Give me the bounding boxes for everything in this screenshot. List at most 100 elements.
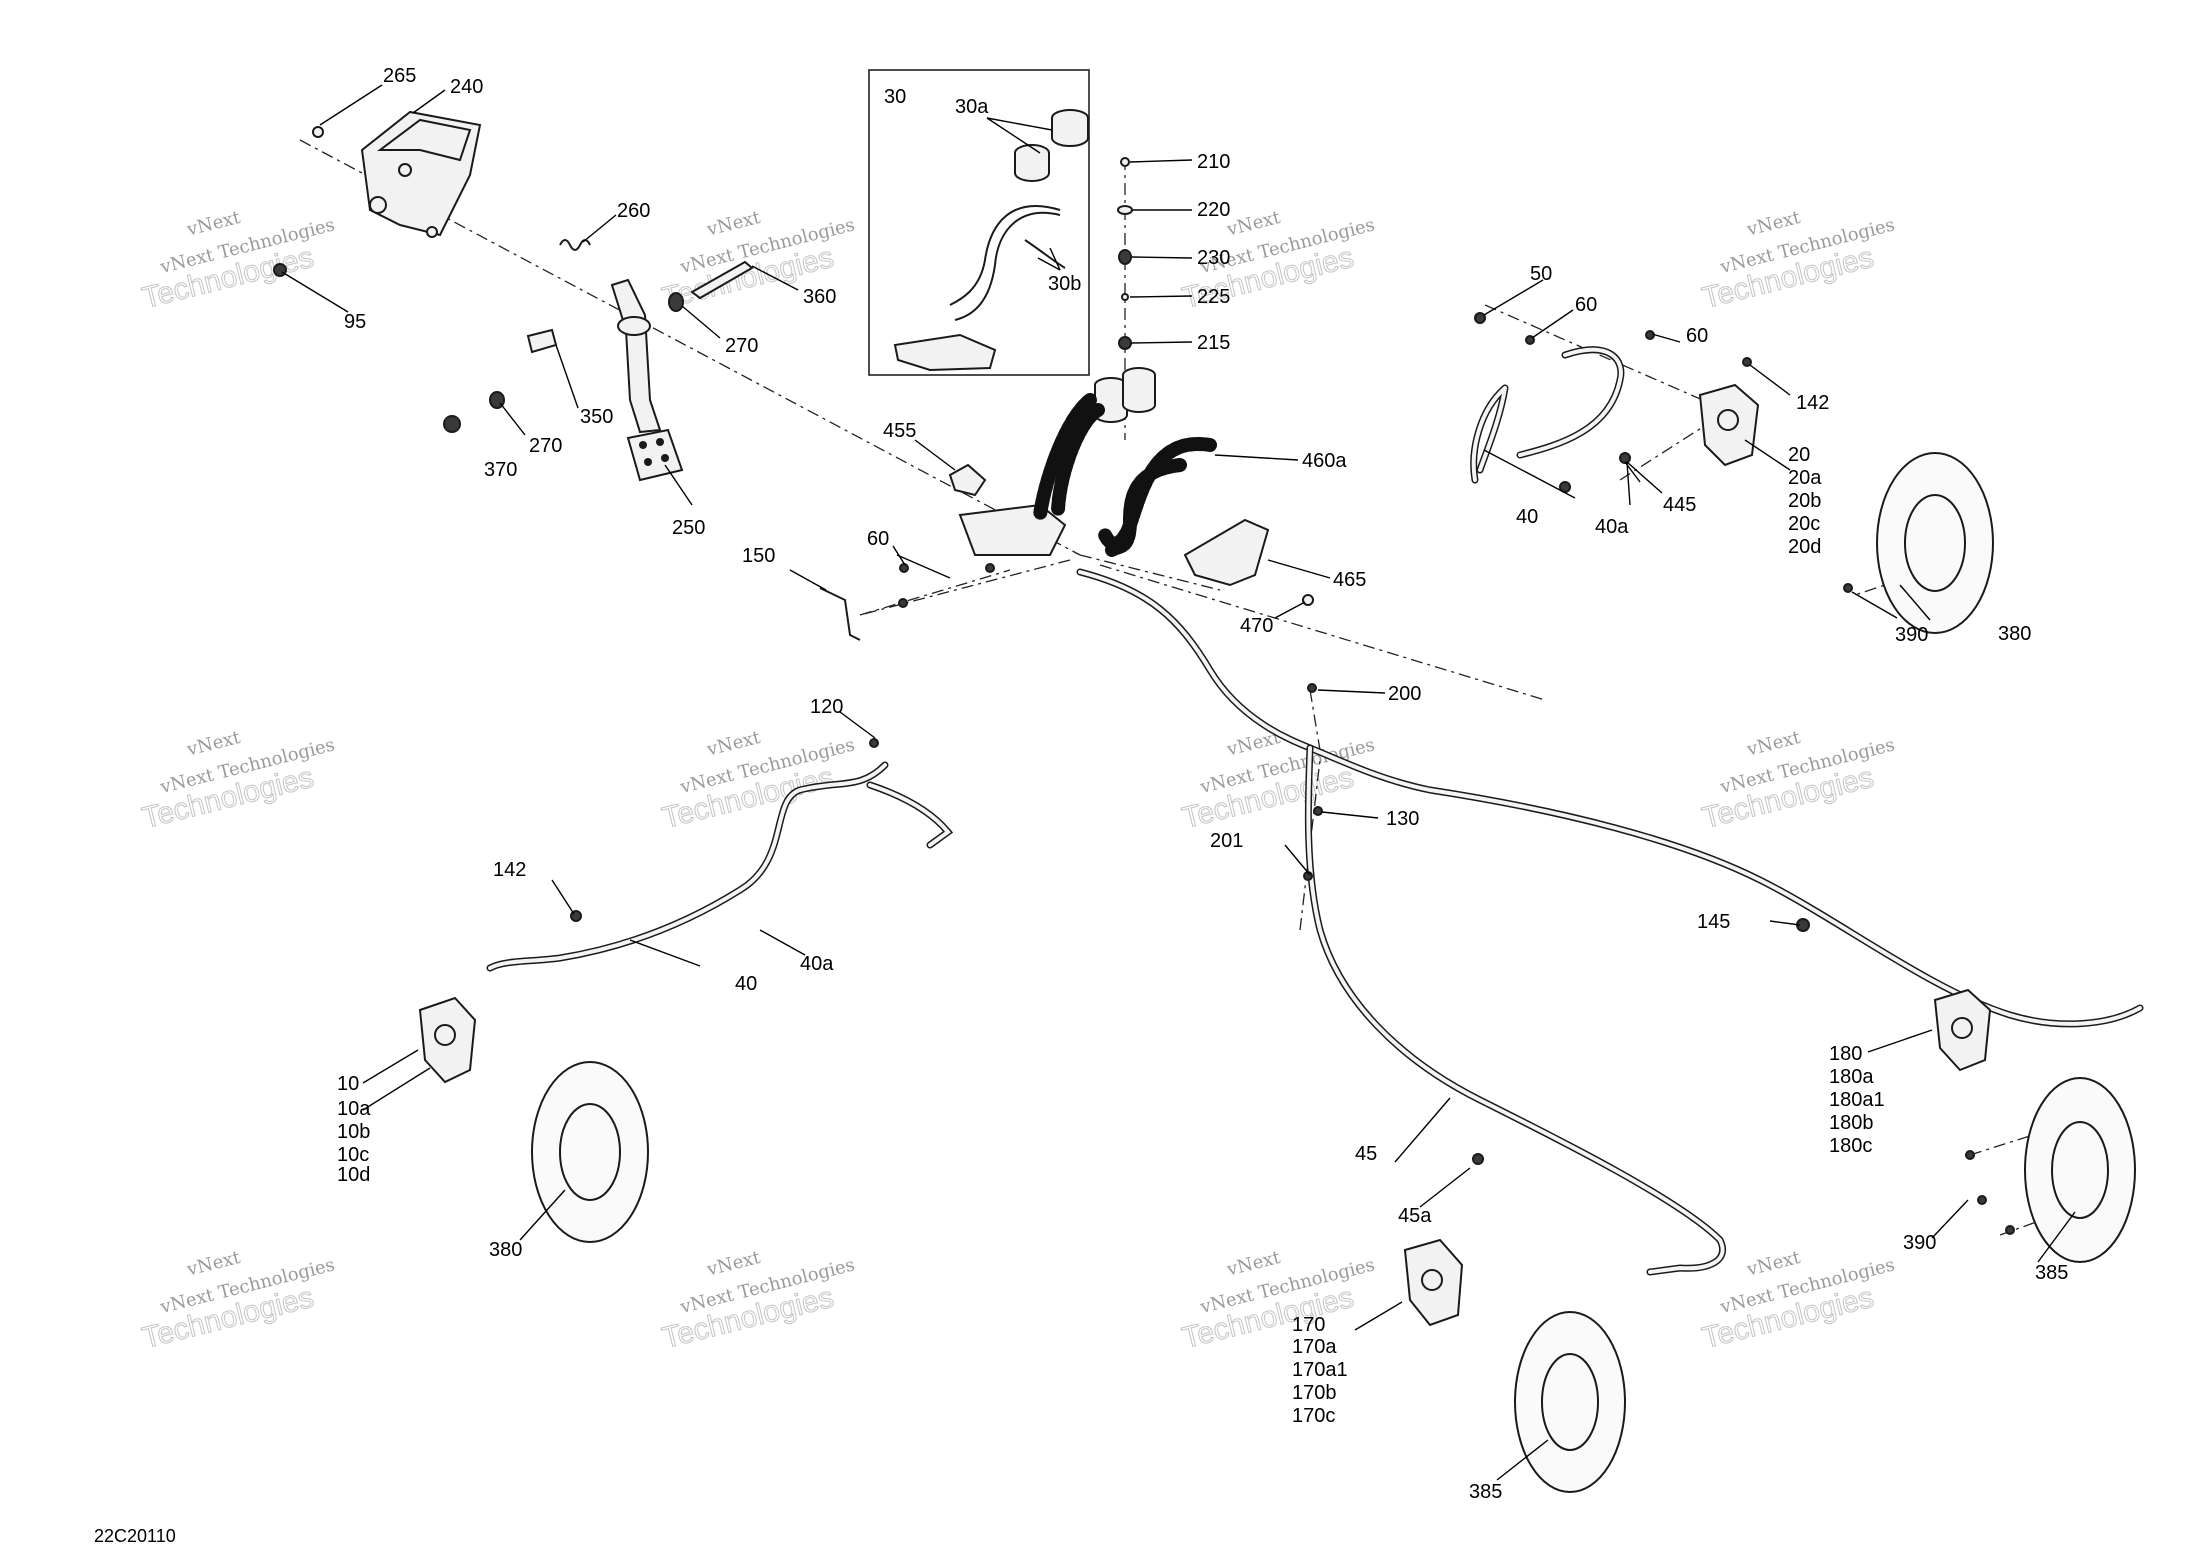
- callout-30a: 30a: [955, 96, 989, 118]
- brake-pedal-250: [610, 278, 684, 482]
- callout-10d: 10d: [337, 1164, 370, 1186]
- pedal-bracket-240: [360, 110, 482, 238]
- caliper-180: [1933, 988, 1992, 1072]
- callout-142-a: 142: [1796, 392, 1829, 414]
- callout-350: 350: [580, 406, 613, 428]
- rivet-265: [312, 126, 324, 138]
- master-cylinder-assembly: [958, 367, 1217, 557]
- callout-265: 265: [383, 65, 416, 87]
- callout-220: 220: [1197, 199, 1230, 221]
- small-hardware: [570, 312, 2015, 1235]
- callout-50: 50: [1530, 263, 1552, 285]
- callout-180c: 180c: [1829, 1135, 1872, 1157]
- brake-line-40-right: [1470, 346, 1625, 484]
- callout-130: 130: [1386, 808, 1419, 830]
- disc-380-right: [1876, 452, 1994, 634]
- callout-10c: 10c: [337, 1144, 369, 1166]
- callout-390-b: 390: [1903, 1232, 1936, 1254]
- leader-lines: [281, 84, 2076, 1481]
- callout-20: 20: [1788, 444, 1810, 466]
- reservoir-hardware-210-215: [1117, 157, 1133, 350]
- callout-40a: 40a: [800, 953, 834, 975]
- callout-370: 370: [484, 459, 517, 481]
- callout-260: 260: [617, 200, 650, 222]
- callout-170a: 170a: [1292, 1336, 1337, 1358]
- brake-line-45: [1304, 744, 1726, 1276]
- callout-180: 180: [1829, 1043, 1862, 1065]
- brake-line-40-left: [486, 761, 954, 972]
- callout-170: 170: [1292, 1314, 1325, 1336]
- watermark-text: vNext: [184, 727, 243, 761]
- callout-201: 201: [1210, 830, 1243, 852]
- watermark-text: vNext: [704, 1247, 763, 1281]
- callout-385-b: 385: [2035, 1262, 2068, 1284]
- callout-10: 10: [337, 1073, 359, 1095]
- callout-180a1: 180a1: [1829, 1089, 1885, 1111]
- callout-20a: 20a: [1788, 467, 1822, 489]
- spring-260: [559, 239, 591, 251]
- callout-120: 120: [810, 696, 843, 718]
- pin-360: [690, 260, 754, 300]
- callout-215: 215: [1197, 332, 1230, 354]
- callout-380-b: 380: [489, 1239, 522, 1261]
- callout-380-a: 380: [1998, 623, 2031, 645]
- bushing-270: [668, 292, 684, 312]
- disc-380-left: [531, 1061, 649, 1243]
- disc-385-bottom: [1514, 1311, 1626, 1493]
- callout-230: 230: [1197, 247, 1230, 269]
- callout-170b: 170b: [1292, 1382, 1337, 1404]
- callout-250: 250: [672, 517, 705, 539]
- callout-170c: 170c: [1292, 1405, 1335, 1427]
- callout-360: 360: [803, 286, 836, 308]
- callout-40a-right: 40a: [1595, 516, 1629, 538]
- callout-60-c: 60: [1686, 325, 1708, 347]
- caliper-20: [1698, 383, 1760, 467]
- callout-20d: 20d: [1788, 536, 1821, 558]
- screw-470: [1302, 594, 1314, 606]
- callout-270: 270: [725, 335, 758, 357]
- diagram-code: 22C20110: [94, 1526, 176, 1546]
- callout-470: 470: [1240, 615, 1273, 637]
- watermark-text: vNext: [704, 727, 763, 761]
- watermark-text: vNext: [1744, 207, 1803, 241]
- watermark-text: vNext: [1224, 207, 1283, 241]
- callout-10b: 10b: [337, 1121, 370, 1143]
- watermark-text: vNext: [1744, 727, 1803, 761]
- line-150: [819, 587, 861, 641]
- callout-45: 45: [1355, 1143, 1377, 1165]
- callout-460a: 460a: [1302, 450, 1347, 472]
- brake-line-main: [1076, 568, 2144, 1028]
- sleeve-350: [526, 328, 558, 354]
- callout-45a: 45a: [1398, 1205, 1432, 1227]
- callout-200: 200: [1388, 683, 1421, 705]
- callout-30b: 30b: [1048, 273, 1081, 295]
- disc-385-right: [2024, 1077, 2136, 1263]
- callout-40-right: 40: [1516, 506, 1538, 528]
- callout-225: 225: [1197, 286, 1230, 308]
- callout-150: 150: [742, 545, 775, 567]
- callout-labels: 265 240 260 95 360 270 350 270 370 250 3…: [94, 65, 2068, 1546]
- callout-385-a: 385: [1469, 1481, 1502, 1503]
- callout-240: 240: [450, 76, 483, 98]
- callout-145: 145: [1697, 911, 1730, 933]
- watermark-text: vNext: [184, 1247, 243, 1281]
- nut-95: [273, 263, 287, 277]
- callout-210: 210: [1197, 151, 1230, 173]
- watermark-text: vNext: [184, 207, 243, 241]
- heat-shield-465: [1183, 518, 1270, 587]
- callout-60-a: 60: [867, 528, 889, 550]
- caliper-170: [1403, 1238, 1464, 1327]
- callout-270-b: 270: [529, 435, 562, 457]
- callout-390-a: 390: [1895, 624, 1928, 646]
- callout-60-b: 60: [1575, 294, 1597, 316]
- fitting-455: [948, 463, 987, 497]
- callout-142-b: 142: [493, 859, 526, 881]
